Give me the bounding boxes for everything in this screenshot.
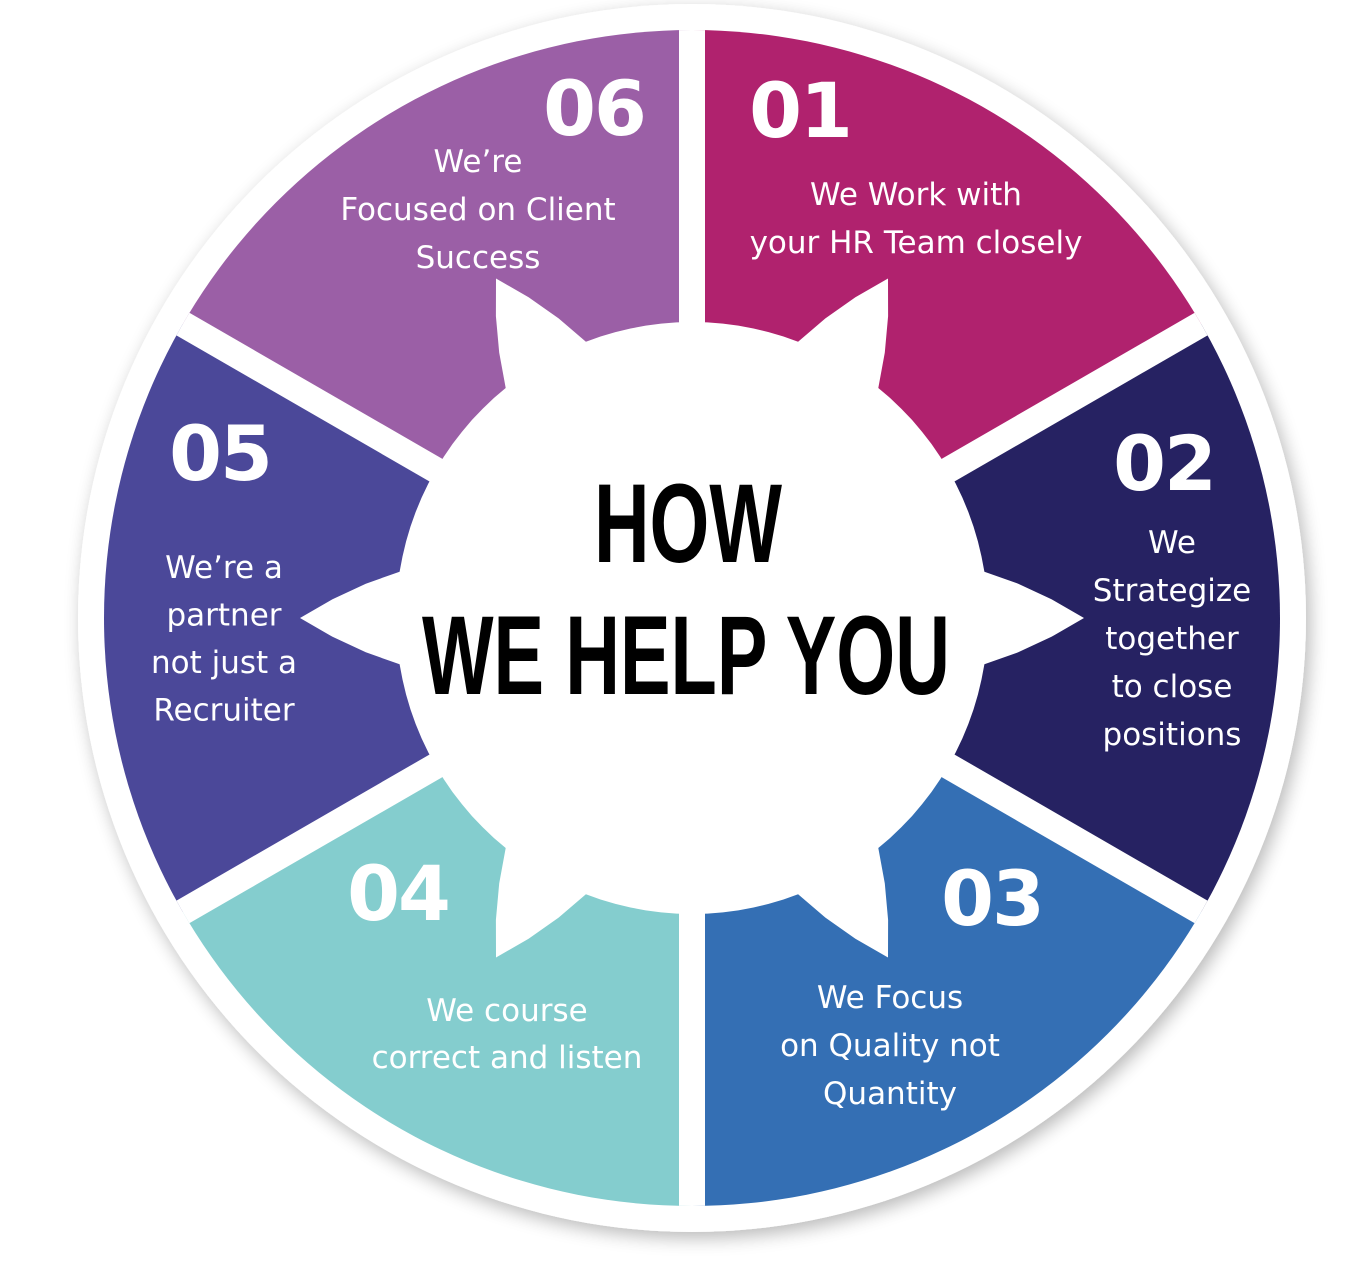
segment-text-03-line-1: We Focus: [817, 980, 963, 1016]
segment-text-02-line-3: together: [1105, 621, 1239, 657]
segment-number-02: 02: [1113, 419, 1215, 508]
segment-text-03-line-2: on Quality not: [780, 1028, 1000, 1064]
segment-text-01-line-1: We Work with: [810, 177, 1022, 213]
segment-text-05-line-3: not just a: [151, 645, 297, 681]
segment-number-03: 03: [941, 854, 1043, 943]
title-line-how: HOW: [594, 461, 782, 586]
segment-number-06: 06: [543, 64, 645, 153]
segment-text-06-line-3: Success: [416, 240, 541, 276]
segment-number-01: 01: [749, 66, 851, 155]
segment-text-01-line-2: your HR Team closely: [750, 225, 1083, 261]
title-line-we-help-you: WE HELP YOU: [422, 593, 950, 718]
segment-number-04: 04: [347, 849, 449, 938]
center-burst: [300, 278, 1084, 958]
segment-number-05: 05: [169, 409, 271, 498]
segment-text-05-line-4: Recruiter: [153, 693, 294, 729]
segment-text-06-line-2: Focused on Client: [340, 192, 615, 228]
segment-text-02-line-5: positions: [1103, 717, 1242, 753]
segment-text-02-line-2: Strategize: [1093, 573, 1251, 609]
segment-text-05-line-2: partner: [166, 598, 281, 634]
segment-text-06-line-1: We’re: [434, 144, 523, 180]
labels-group: 01 We Work with your HR Team closely 02WeSt…: [151, 64, 1251, 1112]
segment-text-03-line-3: Quantity: [823, 1076, 957, 1112]
segment-text-02-line-1: We: [1148, 525, 1196, 561]
segment-text-02-line-4: to close: [1112, 669, 1233, 705]
segment-text-04-line-1: We course: [426, 993, 587, 1029]
segment-text-04-line-2: correct and listen: [372, 1040, 643, 1076]
segment-text-05-line-1: We’re a: [165, 550, 283, 586]
